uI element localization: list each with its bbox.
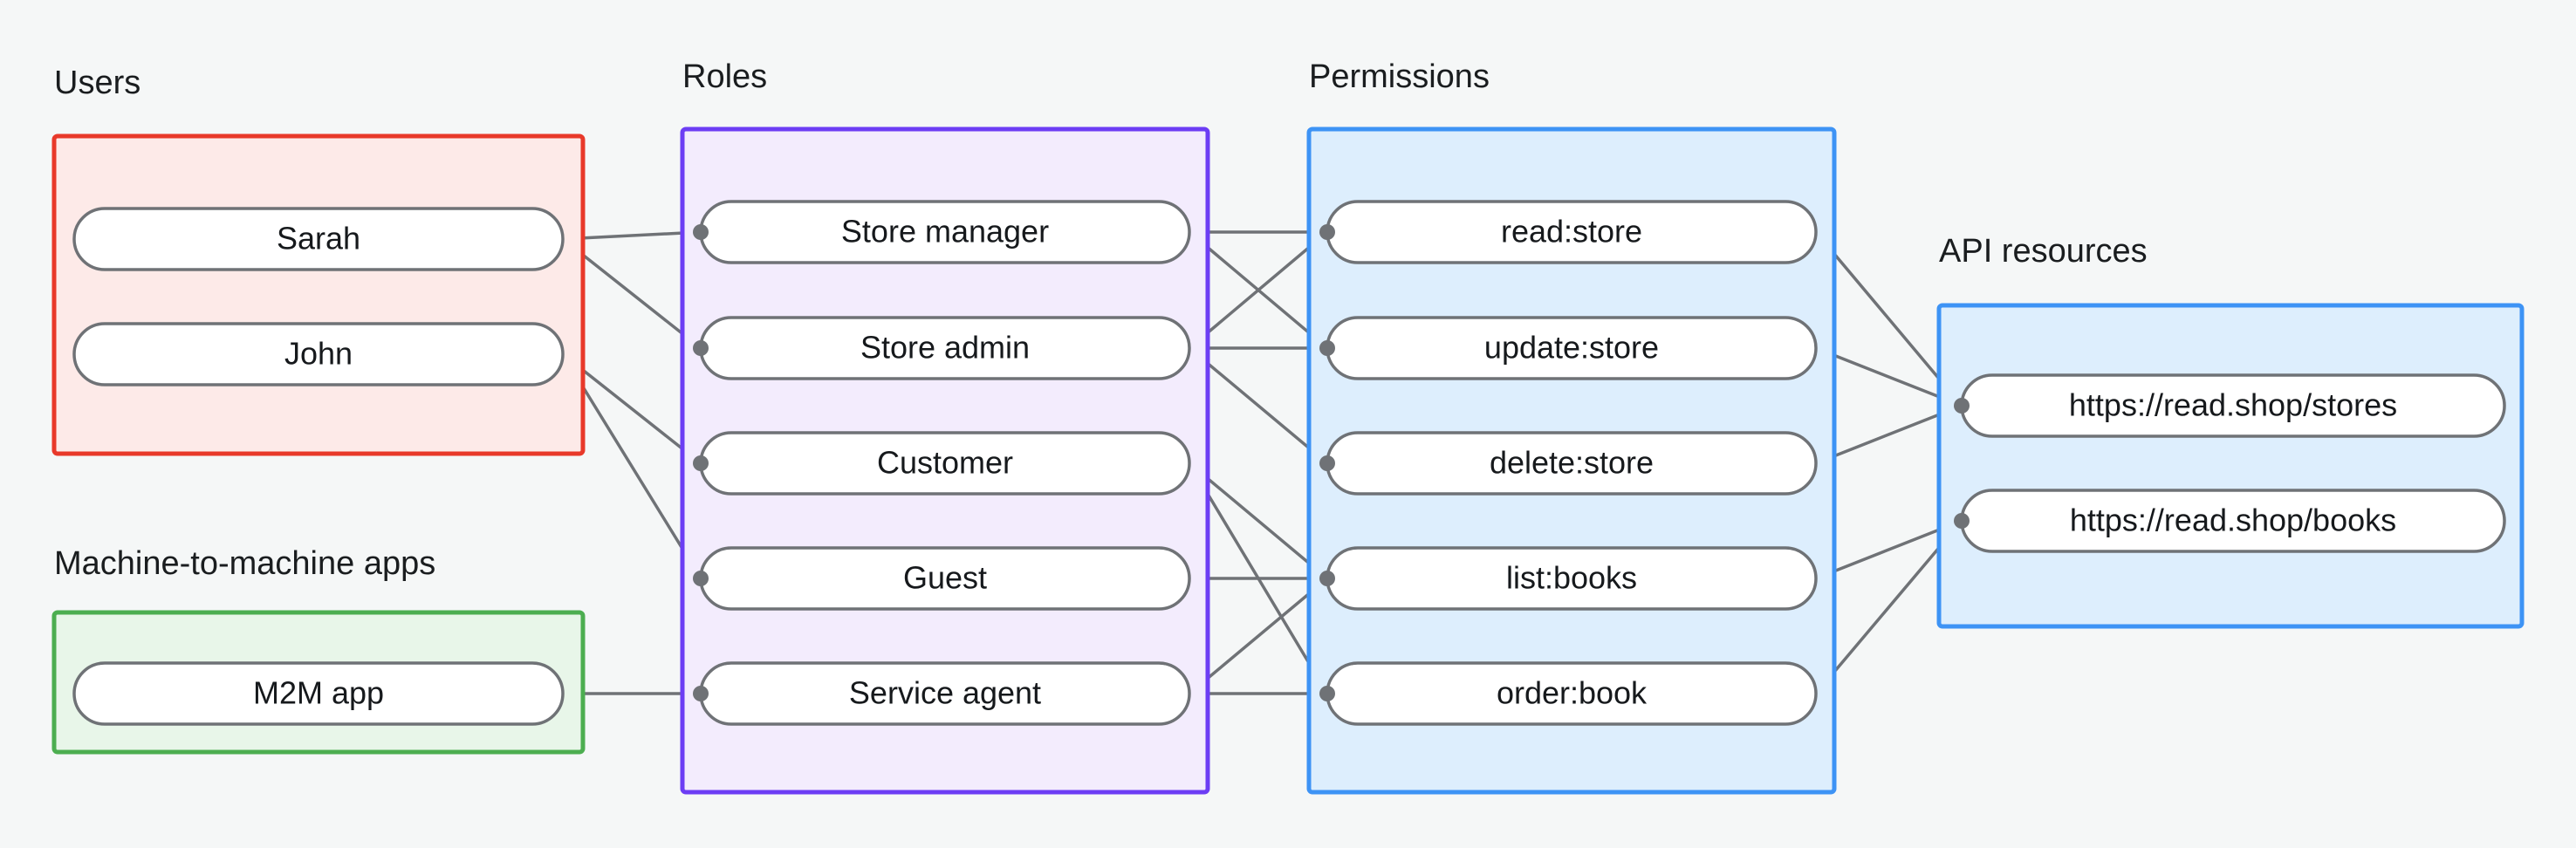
group-label-users: Users [54, 65, 140, 101]
node-label-customer: Customer [877, 445, 1013, 481]
edge-port-customer [693, 455, 709, 471]
edge-sarah-to-store_admin [561, 237, 702, 350]
node-service_agent[interactable]: Service agent [699, 661, 1191, 726]
edge-port-store_admin [693, 340, 709, 356]
node-label-res_stores: https://read.shop/stores [2069, 387, 2397, 423]
edge-port-list_books [1319, 571, 1335, 586]
node-list_books[interactable]: list:books [1326, 546, 1818, 611]
group-box-users [51, 133, 586, 456]
ports-layer [693, 224, 1970, 701]
node-guest[interactable]: Guest [699, 546, 1191, 611]
edge-port-order_book [1319, 686, 1335, 701]
node-label-guest: Guest [903, 560, 987, 596]
node-customer[interactable]: Customer [699, 431, 1191, 496]
node-label-john: John [284, 336, 353, 372]
node-res_stores[interactable]: https://read.shop/stores [1960, 373, 2506, 438]
node-label-m2mapp: M2M app [253, 675, 384, 711]
node-label-service_agent: Service agent [849, 675, 1041, 711]
edge-port-res_books [1954, 513, 1970, 529]
edge-john-to-customer [561, 352, 702, 465]
node-label-delete_store: delete:store [1490, 445, 1654, 481]
node-delete_store[interactable]: delete:store [1326, 431, 1818, 496]
node-label-order_book: order:book [1497, 675, 1648, 711]
edge-port-delete_store [1319, 455, 1335, 471]
edge-store_admin-to-delete_store [1188, 346, 1329, 465]
group-label-api_resources: API resources [1939, 233, 2148, 270]
node-read_store[interactable]: read:store [1326, 200, 1818, 264]
edges-layer [561, 230, 1963, 695]
edge-john-to-guest [561, 353, 702, 579]
node-pill-sarah[interactable] [72, 207, 565, 271]
node-res_books[interactable]: https://read.shop/books [1960, 489, 2506, 553]
node-john[interactable]: John [72, 322, 565, 386]
node-pill-john[interactable] [72, 322, 565, 386]
node-label-res_books: https://read.shop/books [2070, 503, 2396, 538]
node-label-sarah: Sarah [277, 221, 360, 256]
node-label-store_admin: Store admin [860, 330, 1030, 366]
node-store_manager[interactable]: Store manager [699, 200, 1191, 264]
node-label-read_store: read:store [1501, 214, 1642, 250]
edge-store_admin-to-read_store [1188, 230, 1329, 350]
node-label-update_store: update:store [1484, 330, 1659, 366]
group-box-api_resources [1936, 303, 2525, 629]
node-sarah[interactable]: Sarah [72, 207, 565, 271]
group-label-permissions: Permissions [1309, 58, 1490, 95]
edge-customer-to-list_books [1188, 462, 1329, 580]
edge-service_agent-to-list_books [1188, 577, 1329, 695]
group-label-roles: Roles [682, 58, 767, 95]
node-store_admin[interactable]: Store admin [699, 316, 1191, 380]
node-order_book[interactable]: order:book [1326, 661, 1818, 726]
edge-port-update_store [1319, 340, 1335, 356]
edge-port-read_store [1319, 224, 1335, 240]
edge-port-res_stores [1954, 398, 1970, 414]
node-update_store[interactable]: update:store [1326, 316, 1818, 380]
node-label-list_books: list:books [1506, 560, 1637, 596]
edge-port-guest [693, 571, 709, 586]
node-m2mapp[interactable]: M2M app [72, 661, 565, 726]
edge-port-service_agent [693, 686, 709, 701]
edge-port-store_manager [693, 224, 709, 240]
edge-sarah-to-store_manager [562, 230, 702, 241]
node-label-store_manager: Store manager [841, 214, 1049, 250]
group-label-m2m: Machine-to-machine apps [54, 545, 435, 582]
node-pill-m2mapp[interactable] [72, 661, 565, 726]
